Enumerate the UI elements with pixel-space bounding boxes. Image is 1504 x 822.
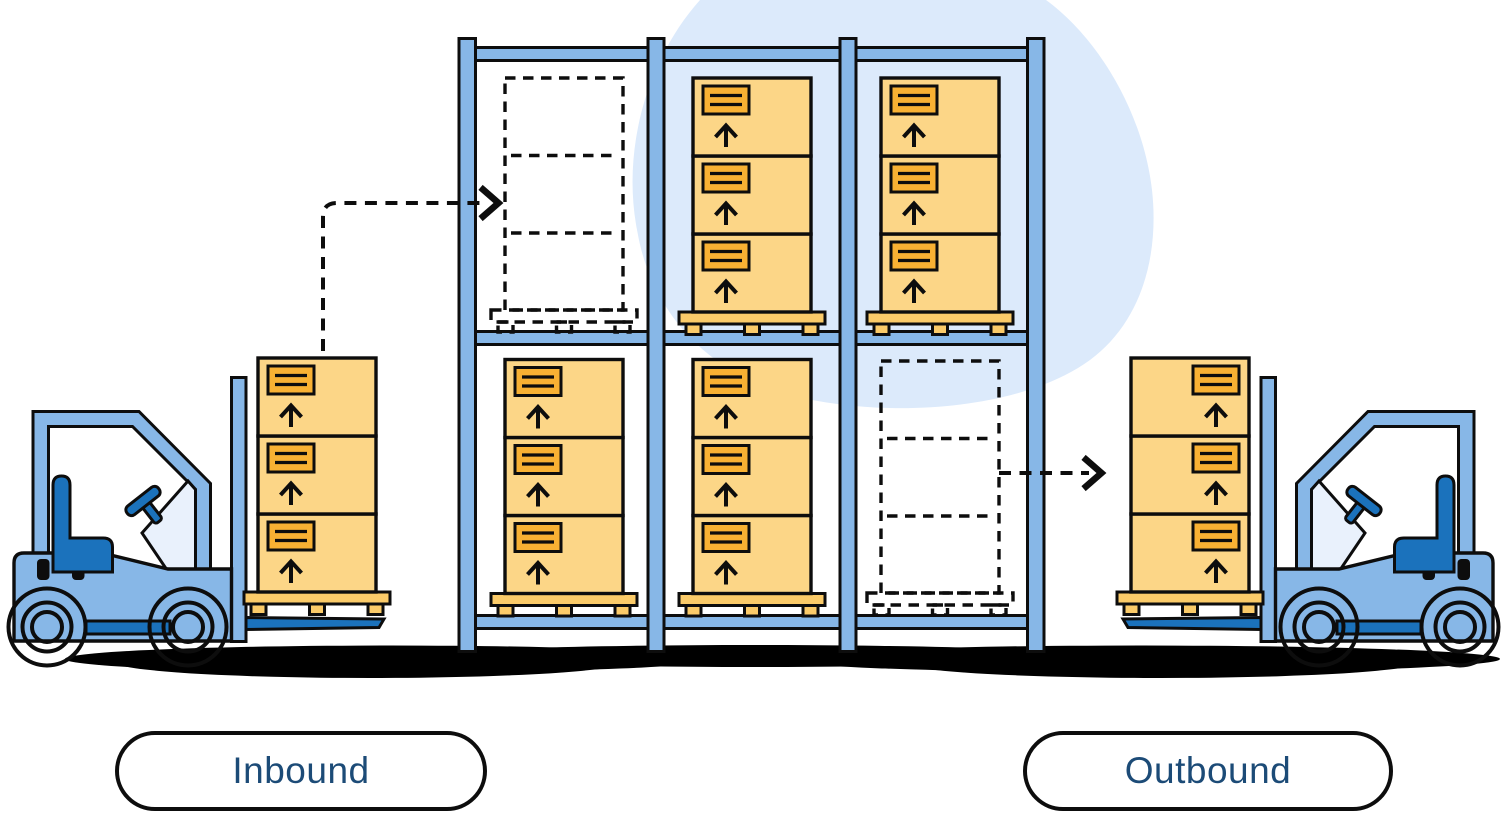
outbound-flow-arrow (999, 454, 1107, 492)
inbound-label: Inbound (232, 750, 370, 791)
storage-rack (457, 37, 1046, 653)
rack-post (457, 37, 477, 653)
inbound-forklift (9, 358, 391, 666)
pallet-stack (867, 78, 1013, 335)
empty-slot-top-left (489, 76, 639, 334)
rack-post (838, 37, 858, 653)
pallet-stack (679, 78, 825, 335)
ground-shadow (65, 645, 1500, 678)
inbound-pill: Inbound (115, 731, 487, 811)
rack-post (646, 37, 666, 653)
outbound-label: Outbound (1124, 750, 1292, 791)
pallet-stack (679, 360, 825, 617)
rack-post (1026, 37, 1046, 653)
rack-top-beam (457, 46, 1046, 62)
inbound-flow-arrow (321, 184, 504, 351)
pallet-stack (491, 360, 637, 617)
outbound-forklift (1117, 358, 1499, 666)
outbound-pill: Outbound (1023, 731, 1393, 811)
